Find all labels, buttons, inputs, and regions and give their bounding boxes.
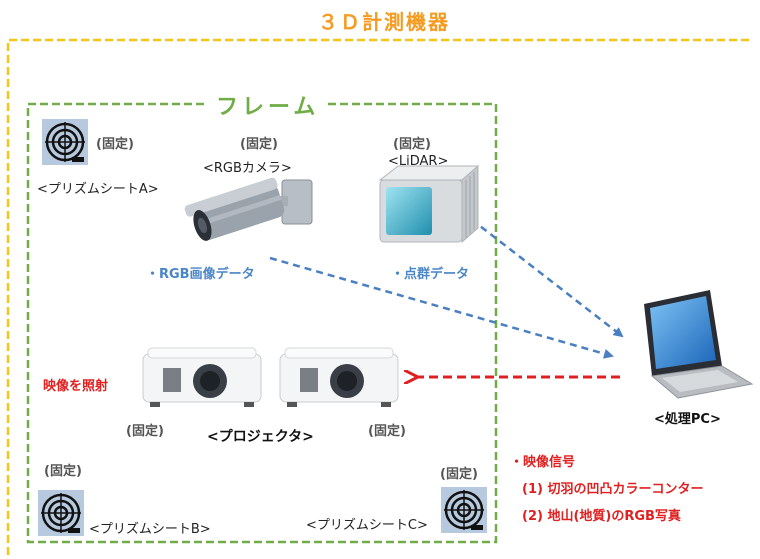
video-signal-label: ・映像信号 bbox=[510, 455, 576, 470]
illuminate-label: 映像を照射 bbox=[43, 379, 109, 394]
prism-target-a-icon bbox=[42, 119, 88, 165]
prism-b-label: <プリズムシートB> bbox=[89, 522, 211, 537]
prism-target-c-icon bbox=[441, 487, 487, 533]
lidar-data-arrow bbox=[461, 211, 624, 338]
fixed-label-prism-c: (固定) bbox=[440, 467, 478, 482]
signal-item-2: (2) 地山(地質)のRGB写真 bbox=[522, 509, 681, 524]
rgb-data-label: ・RGB画像データ bbox=[146, 267, 255, 282]
fixed-label-prism-a: (固定) bbox=[96, 137, 134, 152]
rgb-camera-icon bbox=[184, 177, 313, 241]
outer-border bbox=[6, 38, 752, 555]
fixed-label-projector-1: (固定) bbox=[126, 424, 164, 439]
prism-target-b-icon bbox=[38, 490, 84, 536]
projector-1-icon bbox=[142, 347, 262, 407]
rgb-camera-label: <RGBカメラ> bbox=[203, 161, 292, 176]
fixed-label-prism-b: (固定) bbox=[44, 464, 82, 479]
laptop-icon bbox=[644, 290, 754, 399]
projector-label: <プロジェクタ> bbox=[207, 429, 314, 445]
lidar-label: <LiDAR> bbox=[388, 154, 449, 169]
prism-c-label: <プリズムシートC> bbox=[306, 518, 428, 533]
pc-label: <処理PC> bbox=[654, 412, 721, 427]
prism-a-label: <プリズムシートA> bbox=[37, 182, 159, 197]
fixed-label-lidar: (固定) bbox=[393, 137, 431, 152]
lidar-icon bbox=[378, 164, 480, 244]
point-cloud-label: ・点群データ bbox=[391, 267, 470, 282]
projector-2-icon bbox=[279, 347, 399, 407]
signal-item-1: (1) 切羽の凹凸カラーコンター bbox=[522, 482, 704, 497]
fixed-label-camera: (固定) bbox=[240, 137, 278, 152]
diagram-title: ３Ｄ計測機器 bbox=[318, 10, 450, 34]
fixed-label-projector-2: (固定) bbox=[368, 424, 406, 439]
frame-label: フレーム bbox=[208, 89, 328, 121]
